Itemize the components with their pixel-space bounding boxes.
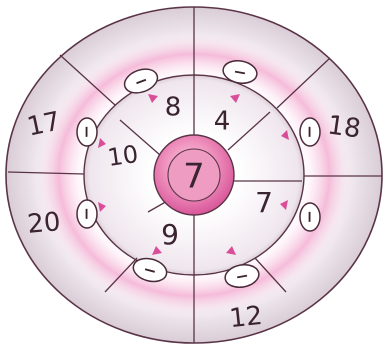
outer-number-lower-left: 20 — [26, 207, 62, 240]
inner-number-top-left: 8 — [165, 93, 182, 123]
inner-number-bottom: 9 — [161, 218, 179, 251]
inner-number-right: 7 — [255, 186, 273, 219]
center-number: 7 — [183, 157, 205, 197]
outer-number-upper-right: 18 — [326, 110, 363, 144]
operator-symbol: − — [301, 125, 320, 138]
operator-symbol: − — [78, 125, 97, 138]
operator-symbol: − — [78, 207, 97, 220]
inner-number-top-right: 4 — [214, 107, 231, 137]
outer-number-bottom: 12 — [228, 301, 264, 334]
operator-symbol: − — [301, 210, 320, 223]
inner-number-left: 10 — [106, 140, 140, 172]
